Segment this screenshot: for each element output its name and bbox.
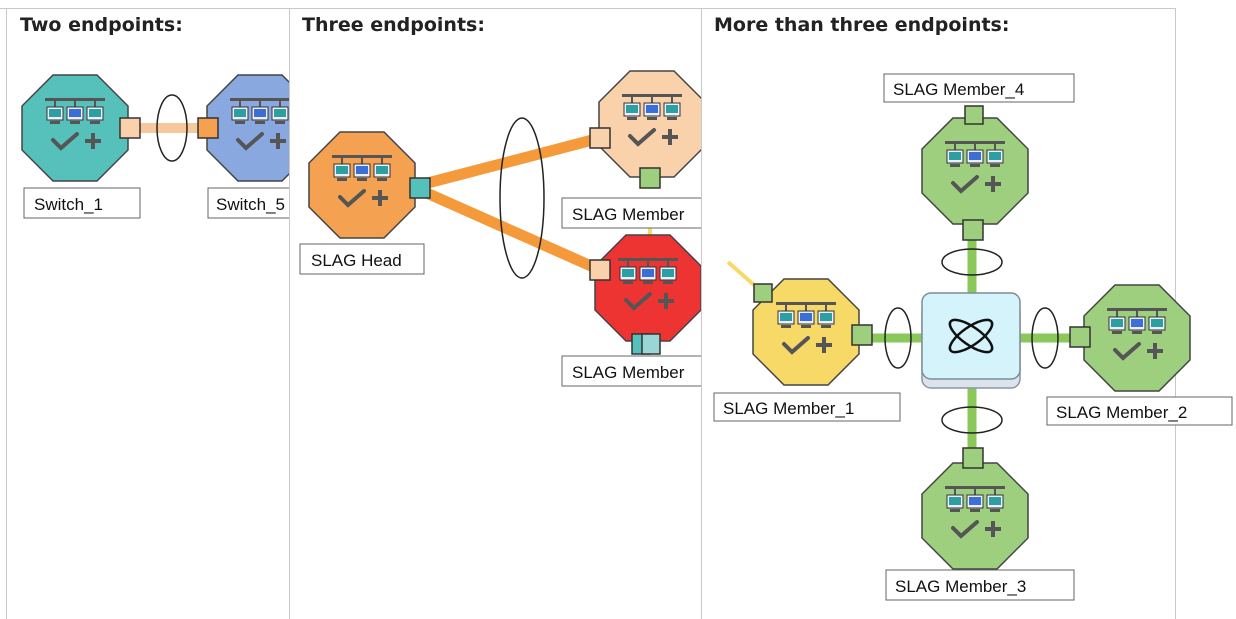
panel-more-endpoints: More than three endpoints: [702, 8, 1236, 619]
link-head-member-bottom [417, 184, 603, 276]
node-switch-2[interactable] [206, 74, 289, 182]
port-member-bottom-2 [641, 333, 661, 355]
aggregation-ring [156, 94, 188, 162]
three-endpoints-diagram: SLAG Head SLAG Member SLAG Member [299, 70, 701, 387]
divider-2 [701, 8, 702, 619]
port-switch1 [119, 117, 141, 139]
port-m3-top [962, 447, 984, 469]
two-endpoints-diagram: Switch_1 Switch_5 [21, 74, 289, 219]
port-m1-topleft [753, 283, 773, 303]
node-aggregation-hub[interactable] [921, 292, 1021, 389]
panel-three-endpoints: Three endpoints: [290, 8, 701, 619]
node-slag-head[interactable] [308, 131, 416, 239]
port-m2-left [1069, 326, 1091, 348]
node-slag-member-top[interactable] [598, 70, 701, 178]
heading-three-endpoints: Three endpoints: [302, 14, 485, 36]
more-endpoints-diagram: SLAG Member_4 SLAG Member_1 SLAG Member_… [713, 73, 1233, 601]
ring-member-2 [1031, 307, 1059, 369]
heading-more-endpoints: More than three endpoints: [714, 14, 1010, 36]
node-slag-member-3[interactable] [921, 462, 1029, 570]
port-switch2 [197, 117, 219, 139]
label-slag-member-4: SLAG Member_4 [893, 80, 1024, 99]
switch-icon [622, 94, 682, 147]
switch-icon [618, 258, 678, 311]
divider-1 [289, 8, 290, 619]
port-slag-head [409, 177, 431, 199]
top-border [0, 8, 1176, 9]
label-slag-member-1: SLAG Member_1 [723, 399, 854, 418]
link-head-member-top [418, 132, 602, 191]
ring-member-4 [941, 248, 1003, 276]
switch-icon [776, 302, 836, 355]
node-slag-member-4[interactable] [921, 117, 1029, 225]
switch-icon [45, 98, 105, 151]
port-m4-top [964, 105, 984, 125]
switch-icon [230, 98, 289, 151]
left-border [6, 8, 7, 619]
aggregation-ring [499, 117, 545, 279]
node-slag-member-2[interactable] [1083, 284, 1191, 392]
heading-two-endpoints: Two endpoints: [20, 14, 183, 36]
port-member-top-bottom [639, 167, 661, 189]
switch-icon [945, 141, 1005, 194]
port-m4-bottom [962, 219, 984, 241]
port-member-bottom-left [589, 259, 611, 281]
panel-two-endpoints: Two endpoints: Switch_1 Switch_5 [7, 8, 289, 619]
label-slag-member-3: SLAG Member_3 [895, 577, 1026, 596]
label-slag-member-2: SLAG Member_2 [1056, 403, 1187, 422]
switch-icon [332, 155, 392, 208]
node-slag-member-1[interactable] [752, 278, 860, 386]
ring-member-1 [884, 307, 912, 369]
switch-icon [945, 486, 1005, 539]
node-slag-member-bottom[interactable] [594, 234, 701, 342]
label-slag-head: SLAG Head [311, 251, 402, 270]
ring-member-3 [941, 406, 1003, 434]
label-slag-member-bottom: SLAG Member [572, 363, 685, 382]
switch-icon [1107, 308, 1167, 361]
label-slag-member-top: SLAG Member [572, 205, 685, 224]
node-switch-1[interactable] [21, 74, 129, 182]
orbit-icon [948, 318, 994, 354]
label-switch-1: Switch_1 [34, 195, 103, 214]
port-member-top-left [589, 127, 611, 149]
port-m1-right [851, 324, 873, 346]
label-switch-2: Switch_5 [216, 195, 285, 214]
